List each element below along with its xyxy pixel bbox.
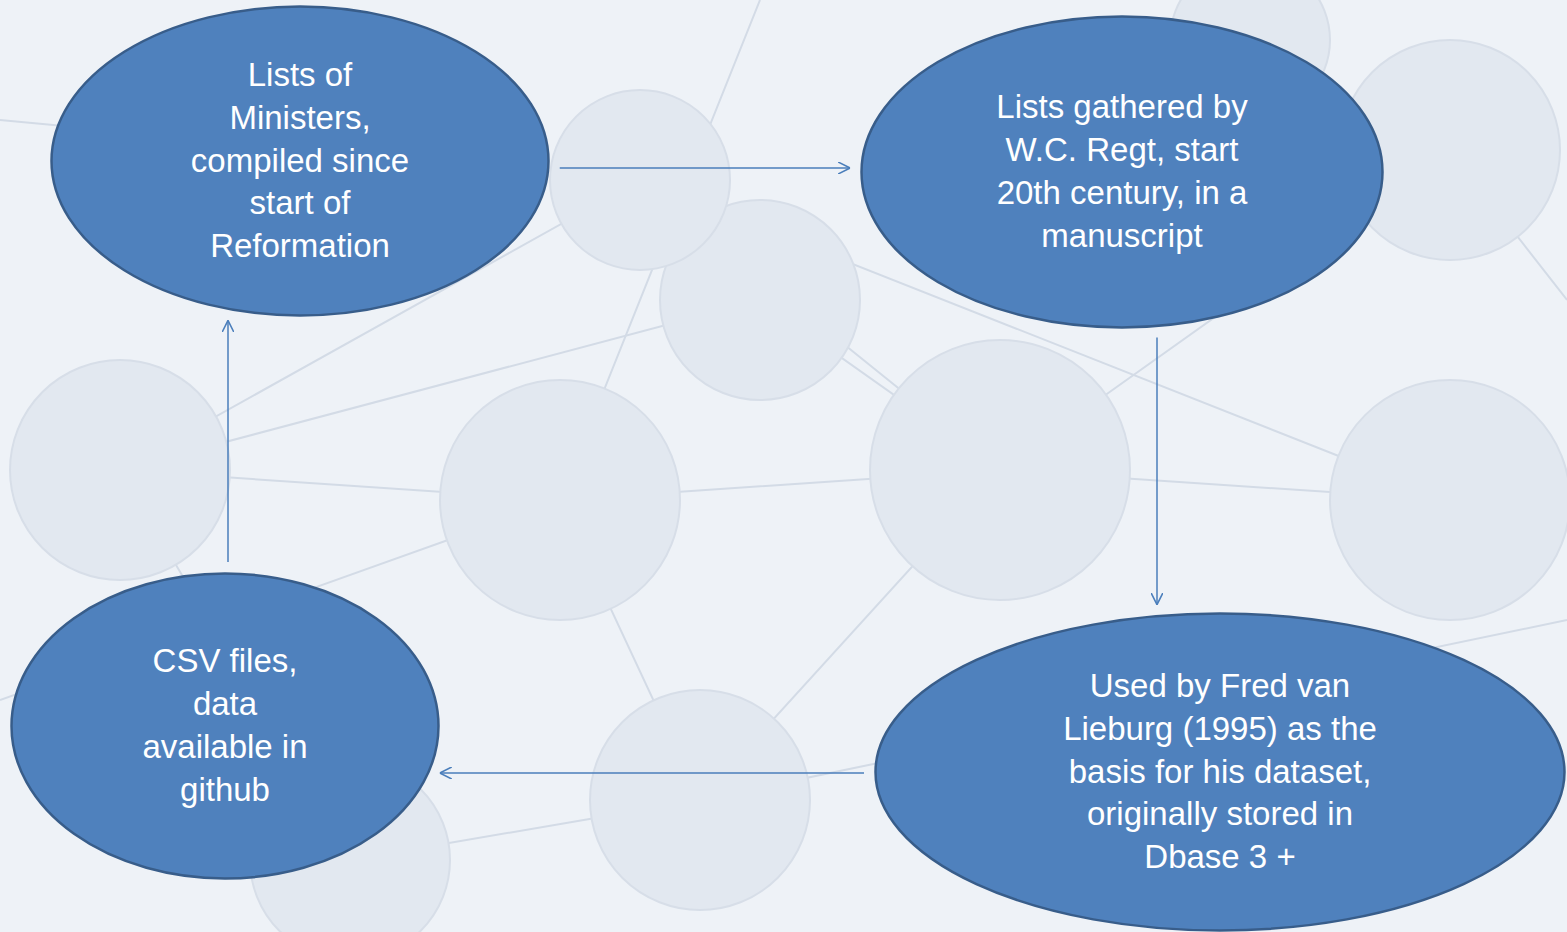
node-label: CSV files, data available in github: [128, 640, 323, 812]
portrait-circle: [590, 690, 810, 910]
portrait-circle: [1330, 380, 1567, 620]
process-ellipse: Used by Fred van Lieburg (1995) as the b…: [874, 612, 1566, 932]
portrait-circle: [550, 90, 730, 270]
flow-arrow: [440, 772, 864, 774]
network-line: [120, 470, 1450, 500]
node-body: Lists of Ministers, compiled since start…: [184, 54, 416, 268]
process-ellipse: Lists gathered by W.C. Regt, start 20th …: [860, 15, 1384, 329]
node-label: Used by Fred van Lieburg (1995) as the b…: [1058, 665, 1383, 879]
flow-arrow: [560, 167, 850, 169]
portrait-circle: [10, 360, 230, 580]
process-ellipse: Lists of Ministers, compiled since start…: [50, 5, 550, 317]
portrait-circle: [440, 380, 680, 620]
ellipse-outline: [10, 572, 440, 880]
node-label: Lists gathered by W.C. Regt, start 20th …: [991, 86, 1253, 258]
portrait-circle: [870, 340, 1130, 600]
ellipse-shape: [862, 17, 1383, 328]
node-label: Lists of Ministers, compiled since start…: [184, 54, 416, 268]
node-body: CSV files, data available in github: [128, 640, 323, 812]
flow-arrow: [1156, 338, 1158, 605]
ellipse-shape: [876, 614, 1565, 931]
ellipse-outline: [860, 15, 1384, 329]
node-body: Lists gathered by W.C. Regt, start 20th …: [991, 86, 1253, 258]
flow-arrow: [227, 320, 229, 562]
ellipse-shape: [12, 574, 439, 879]
node-body: Used by Fred van Lieburg (1995) as the b…: [1058, 665, 1383, 879]
portrait-circles: [10, 0, 1567, 932]
ellipse-shape: [52, 7, 549, 316]
process-ellipse: CSV files, data available in github: [10, 572, 440, 880]
